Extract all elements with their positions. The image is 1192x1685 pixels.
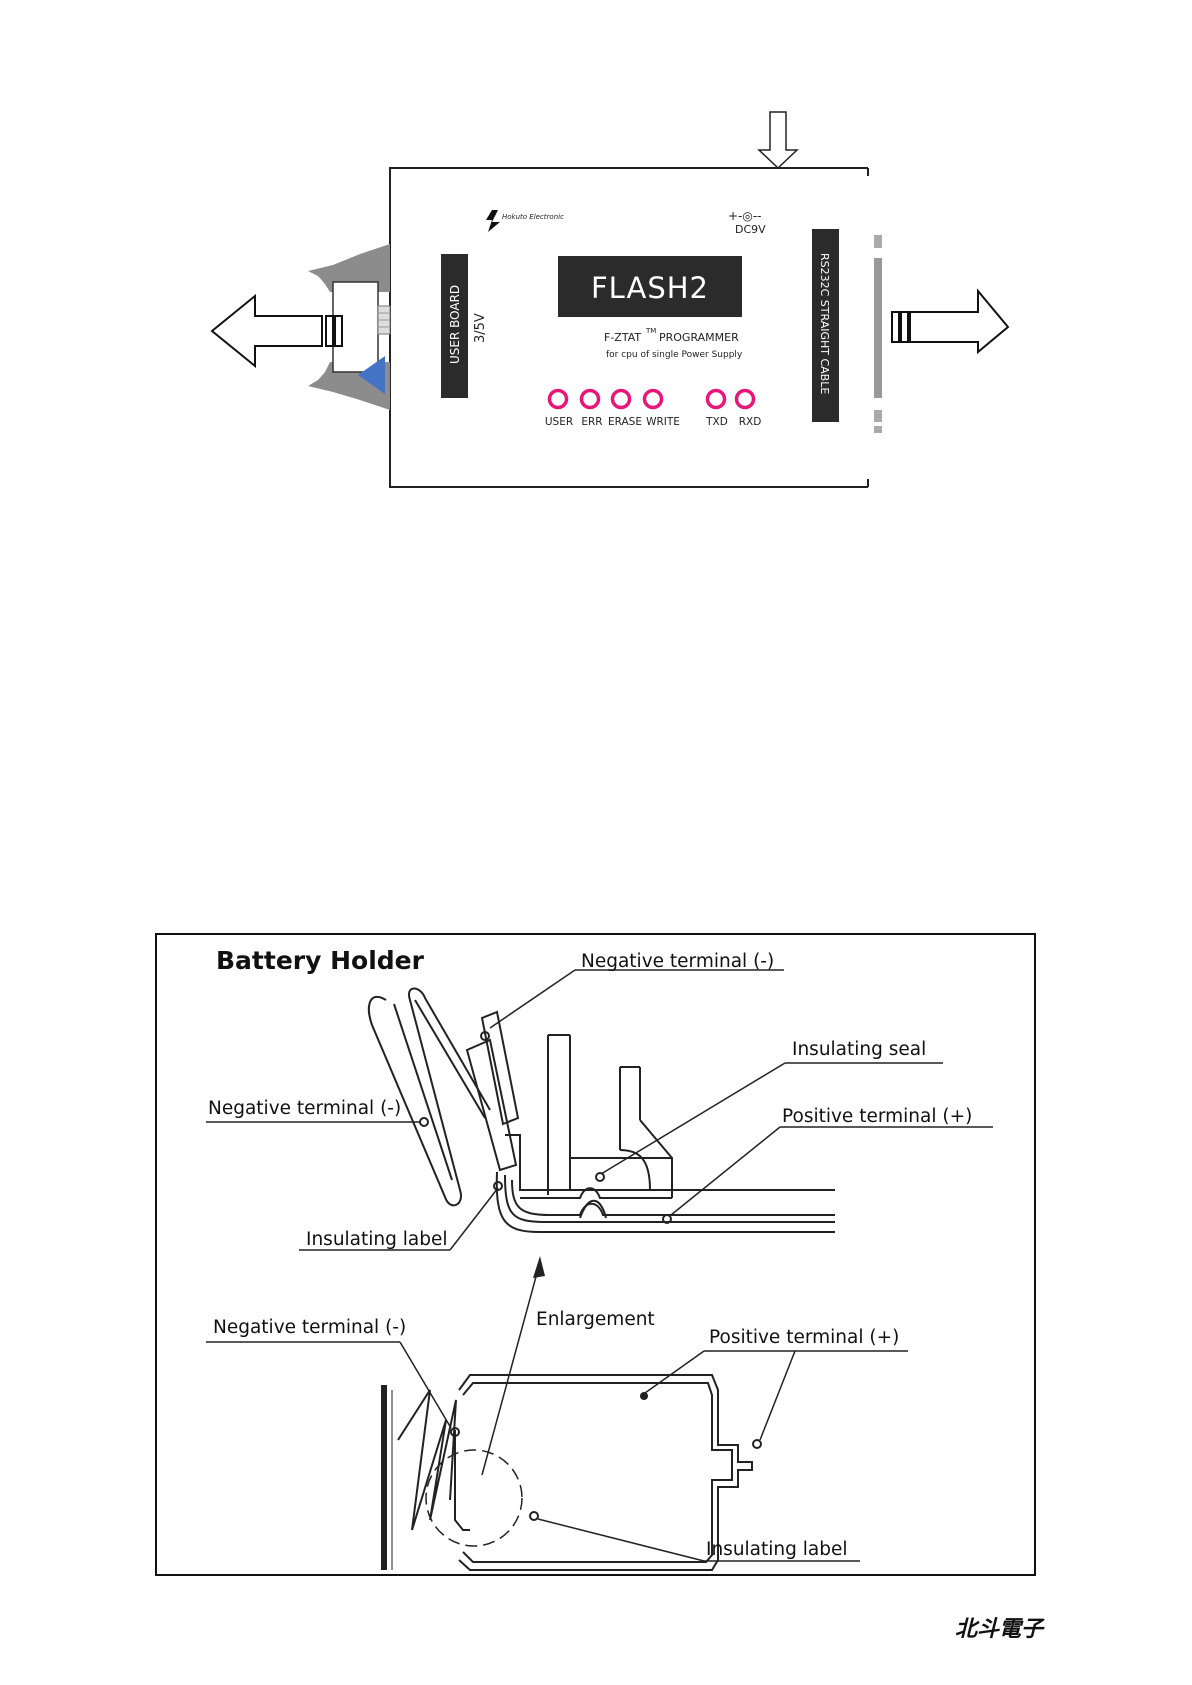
led-err-icon [579, 388, 601, 410]
led-erase-icon [610, 388, 632, 410]
label-enlargement: Enlargement [536, 1309, 655, 1330]
product-name: FLASH2 [591, 271, 709, 305]
footer-logo: 北斗電子 [955, 1617, 1045, 1642]
label-insulating-label-top: Insulating label [306, 1229, 448, 1250]
leader-lines [206, 969, 993, 1562]
label-negative-terminal-top: Negative terminal (-) [581, 951, 774, 972]
label-positive-terminal-top: Positive terminal (+) [782, 1106, 972, 1127]
power-symbol: +-◎-- [728, 209, 762, 223]
led-row: USER ERR ERASE WRITE TXD RXD [545, 388, 762, 428]
led-label-txd: TXD [705, 416, 728, 428]
user-board-label: USER BOARD [448, 285, 462, 364]
label-positive-terminal-bottom: Positive terminal (+) [709, 1327, 899, 1348]
label-insulating-label-bottom: Insulating label [706, 1539, 848, 1560]
label-insulating-seal: Insulating seal [792, 1039, 926, 1060]
down-arrow-icon [757, 111, 799, 170]
led-user-icon [547, 388, 569, 410]
user-board-panel [441, 254, 468, 398]
cable-panel [812, 229, 839, 422]
brand-text: Hokuto Electronic [502, 213, 564, 221]
battery-title: Battery Holder [216, 946, 425, 975]
led-write-icon [642, 388, 664, 410]
enlargement-arrow-icon [533, 1256, 545, 1278]
label-negative-terminal-bottom: Negative terminal (-) [213, 1317, 406, 1338]
battery-frame [155, 933, 1036, 1576]
subtitle-tm: TM [645, 327, 656, 335]
led-label-user: USER [545, 416, 573, 428]
led-rxd-icon [734, 388, 756, 410]
led-label-err: ERR [581, 416, 602, 428]
rs232c-connector [874, 235, 882, 433]
product-name-panel [558, 256, 742, 317]
led-label-write: WRITE [646, 416, 680, 428]
battery-overview-drawing [381, 1374, 762, 1571]
subtitle-prefix: F-ZTAT [604, 331, 641, 344]
label-negative-terminal-left: Negative terminal (-) [208, 1098, 401, 1119]
pin1-marker-icon [358, 356, 385, 394]
led-txd-icon [705, 388, 727, 410]
subtitle-line2: for cpu of single Power Supply [606, 350, 743, 360]
programmer-diagram: Hokuto Electronic +-◎-- DC9V USER BOARD … [210, 111, 1010, 488]
voltage-label: 3/5V [473, 313, 488, 343]
left-arrow-icon [210, 293, 343, 369]
cable-label: RS232C STRAIGHT CABLE [818, 253, 831, 394]
led-label-rxd: RXD [739, 416, 762, 428]
battery-enlargement-drawing [367, 987, 835, 1233]
power-label: DC9V [735, 223, 766, 236]
brand-logo: Hokuto Electronic [486, 210, 564, 232]
battery-holder-diagram: Battery Holder [155, 933, 1036, 1576]
subtitle-suffix: PROGRAMMER [659, 331, 739, 344]
right-arrow-icon [891, 288, 1010, 355]
led-label-erase: ERASE [608, 416, 642, 428]
